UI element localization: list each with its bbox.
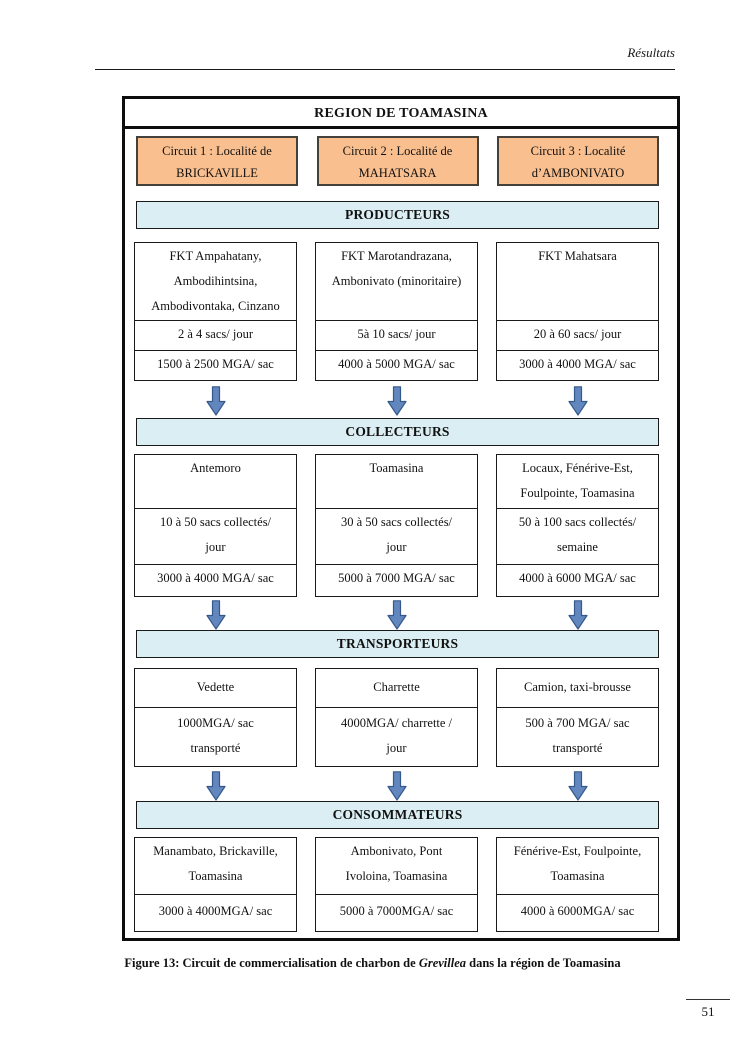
transporter-box-1: Vedette 1000MGA/ sac transporté	[134, 668, 297, 767]
figure-caption: Figure 13: Circuit de commercialisation …	[0, 956, 745, 971]
price-cell: 1000MGA/ sac transporté	[135, 707, 296, 766]
stage-band-producteurs: PRODUCTEURS	[136, 201, 659, 229]
price-cell: 4000 à 6000 MGA/ sac	[497, 564, 658, 596]
price-cell: 1500 à 2500 MGA/ sac	[135, 350, 296, 380]
stage-band-transporteurs: TRANSPORTEURS	[136, 630, 659, 658]
quantity-cell: 10 à 50 sacs collectés/ jour	[135, 508, 296, 564]
quantity-cell: 50 à 100 sacs collectés/ semaine	[497, 508, 658, 564]
producers-row: FKT Ampahatany, Ambodihintsina, Ambodivo…	[134, 242, 659, 381]
circuit-label-line2: MAHATSARA	[358, 166, 437, 180]
collector-box-2: Toamasina 30 à 50 sacs collectés/ jour 5…	[315, 454, 478, 597]
producer-box-3: FKT Mahatsara 20 à 60 sacs/ jour 3000 à …	[496, 242, 659, 381]
circuit-box-brickaville: Circuit 1 : Localité de BRICKAVILLE	[136, 136, 298, 186]
location-cell: Locaux, Fénérive-Est, Foulpointe, Toamas…	[520, 461, 635, 500]
circuit-label-line2: BRICKAVILLE	[176, 166, 258, 180]
consumer-box-3: Fénérive-Est, Foulpointe, Toamasina 4000…	[496, 837, 659, 932]
location-cell: Toamasina	[369, 461, 424, 475]
quantity-cell: 20 à 60 sacs/ jour	[497, 320, 658, 350]
price-cell: 3000 à 4000 MGA/ sac	[497, 350, 658, 380]
circuit-label-line1: Circuit 1 : Localité de	[162, 144, 272, 158]
price-cell: 4000 à 6000MGA/ sac	[497, 894, 658, 931]
caption-suffix: dans la région de Toamasina	[466, 956, 621, 970]
down-arrow-icon	[205, 386, 226, 416]
down-arrow-icon	[386, 600, 407, 630]
location-cell: FKT Mahatsara	[538, 249, 617, 263]
collector-box-1: Antemoro 10 à 50 sacs collectés/ jour 30…	[134, 454, 297, 597]
down-arrow-icon	[567, 386, 588, 416]
caption-prefix: Figure 13: Circuit de commercialisation …	[124, 956, 419, 970]
location-cell: Fénérive-Est, Foulpointe, Toamasina	[513, 844, 642, 883]
diagram-title: REGION DE TOAMASINA	[125, 99, 677, 129]
down-arrow-icon	[386, 386, 407, 416]
arrow-row-3	[134, 771, 659, 801]
down-arrow-icon	[205, 600, 226, 630]
transporter-box-2: Charrette 4000MGA/ charrette / jour	[315, 668, 478, 767]
circuit-label-line1: Circuit 2 : Localité de	[342, 144, 453, 158]
diagram-frame: REGION DE TOAMASINA Circuit 1 : Localité…	[122, 96, 680, 941]
footer-rule	[686, 999, 730, 1000]
arrow-row-2	[134, 600, 659, 630]
circuit-label-line1: Circuit 3 : Localité	[530, 144, 626, 158]
transport-mode-cell: Vedette	[196, 680, 235, 694]
transporter-box-3: Camion, taxi-brousse 500 à 700 MGA/ sac …	[496, 668, 659, 767]
consumer-box-2: Ambonivato, Pont Ivoloina, Toamasina 500…	[315, 837, 478, 932]
location-cell: Ambonivato, Pont Ivoloina, Toamasina	[345, 844, 448, 883]
quantity-cell: 5à 10 sacs/ jour	[316, 320, 477, 350]
producer-box-2: FKT Marotandrazana, Ambonivato (minorita…	[315, 242, 478, 381]
location-cell: FKT Ampahatany, Ambodihintsina, Ambodivo…	[151, 249, 280, 313]
page-number: 51	[701, 1004, 715, 1019]
circuit-box-ambonivato: Circuit 3 : Localité d’AMBONIVATO	[497, 136, 659, 186]
price-cell: 4000MGA/ charrette / jour	[316, 707, 477, 766]
stage-band-collecteurs: COLLECTEURS	[136, 418, 659, 446]
consumers-row: Manambato, Brickaville, Toamasina 3000 à…	[134, 837, 659, 932]
quantity-cell: 30 à 50 sacs collectés/ jour	[316, 508, 477, 564]
collector-box-3: Locaux, Fénérive-Est, Foulpointe, Toamas…	[496, 454, 659, 597]
location-cell: Manambato, Brickaville, Toamasina	[153, 844, 278, 883]
down-arrow-icon	[386, 771, 407, 801]
price-cell: 3000 à 4000MGA/ sac	[135, 894, 296, 931]
circuit-row: Circuit 1 : Localité de BRICKAVILLE Circ…	[136, 136, 659, 186]
down-arrow-icon	[567, 600, 588, 630]
down-arrow-icon	[205, 771, 226, 801]
stage-band-consommateurs: CONSOMMATEURS	[136, 801, 659, 829]
transport-mode-cell: Charrette	[373, 680, 420, 694]
transporters-row: Vedette 1000MGA/ sac transporté Charrett…	[134, 668, 659, 767]
location-cell: FKT Marotandrazana, Ambonivato (minorita…	[331, 249, 462, 288]
quantity-cell: 2 à 4 sacs/ jour	[135, 320, 296, 350]
producer-box-1: FKT Ampahatany, Ambodihintsina, Ambodivo…	[134, 242, 297, 381]
transport-mode-cell: Camion, taxi-brousse	[524, 680, 631, 694]
consumer-box-1: Manambato, Brickaville, Toamasina 3000 à…	[134, 837, 297, 932]
price-cell: 500 à 700 MGA/ sac transporté	[497, 707, 658, 766]
header-rule	[95, 69, 675, 70]
location-cell: Antemoro	[190, 461, 241, 475]
caption-species-name: Grevillea	[418, 956, 467, 970]
price-cell: 3000 à 4000 MGA/ sac	[135, 564, 296, 596]
down-arrow-icon	[567, 771, 588, 801]
running-header-label: Résultats	[627, 45, 675, 60]
arrow-row-1	[134, 386, 659, 416]
circuit-box-mahatsara: Circuit 2 : Localité de MAHATSARA	[316, 136, 479, 186]
circuit-label-line2: d’AMBONIVATO	[531, 166, 625, 180]
price-cell: 4000 à 5000 MGA/ sac	[316, 350, 477, 380]
price-cell: 5000 à 7000 MGA/ sac	[316, 564, 477, 596]
price-cell: 5000 à 7000MGA/ sac	[316, 894, 477, 931]
collectors-row: Antemoro 10 à 50 sacs collectés/ jour 30…	[134, 454, 659, 597]
